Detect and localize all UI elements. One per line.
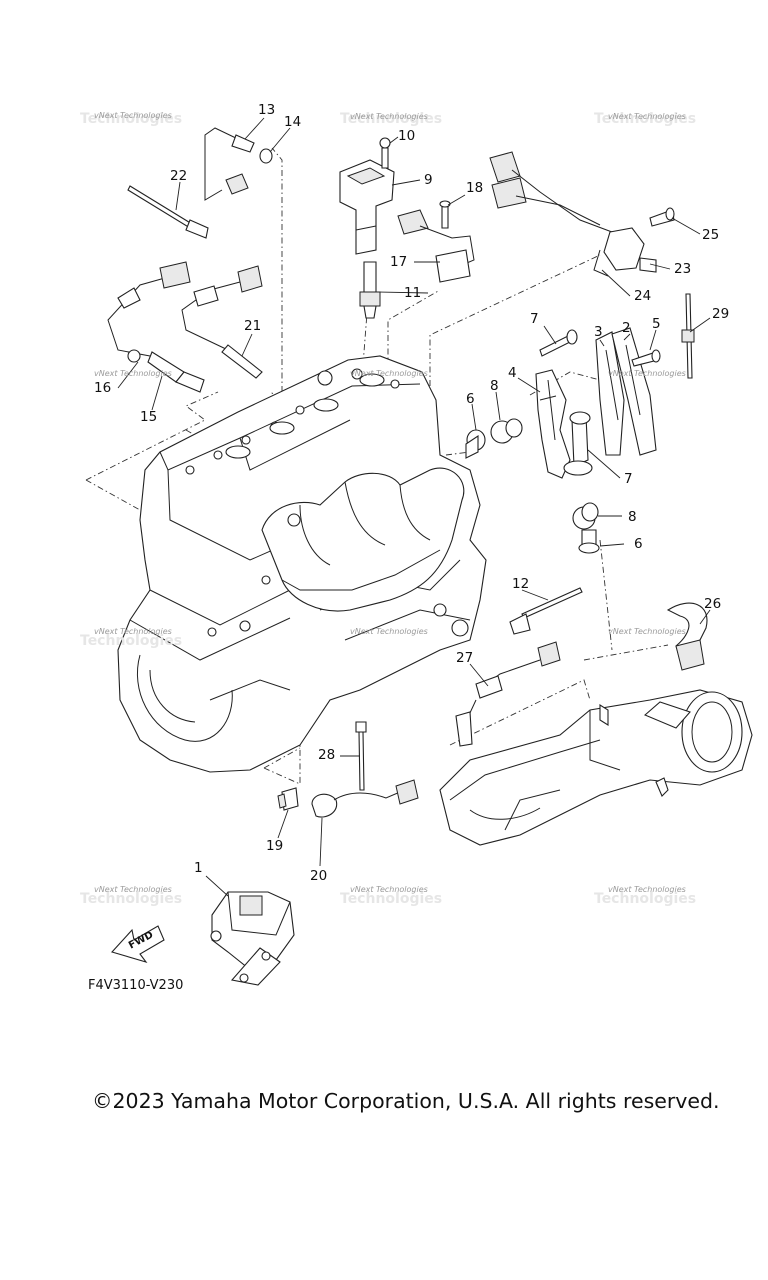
watermark-text: vNext Technologies: [350, 369, 428, 378]
watermark-text: vNext Technologies: [350, 885, 428, 894]
watermark-logo: Technologies: [80, 891, 183, 907]
callout-3: 3: [594, 324, 603, 340]
part-12-bolt: [509, 587, 583, 635]
callout-26: 26: [704, 596, 722, 612]
figure-code: F4V3110-V230: [88, 978, 184, 993]
watermark-text: vNext Technologies: [350, 112, 428, 121]
part-9-ignition-coil: [339, 137, 395, 255]
callout-5: 5: [652, 316, 661, 332]
callout-18: 18: [466, 180, 484, 196]
callout-20: 20: [310, 868, 328, 884]
watermark-logo: Technologies: [80, 633, 183, 649]
callout-13: 13: [258, 102, 276, 118]
forward-arrow-shape: [111, 925, 165, 963]
watermark-logo: Technologies: [594, 111, 697, 127]
watermark-logo: Technologies: [340, 891, 443, 907]
copyright-notice: ©2023 Yamaha Motor Corporation, U.S.A. A…: [92, 1089, 720, 1113]
callout-28: 28: [318, 747, 336, 763]
parts-15-16-21-sensors: [107, 261, 263, 393]
part-28-cable-tie: [355, 721, 367, 791]
callout-8-top: 8: [490, 378, 499, 394]
callout-24: 24: [634, 288, 652, 304]
callout-17: 17: [390, 254, 408, 270]
callout-19: 19: [266, 838, 284, 854]
watermark-text: vNext Technologies: [608, 369, 686, 378]
watermark-logo: Technologies: [340, 111, 443, 127]
part-27-sensor: [455, 641, 561, 747]
callout-6-bottom: 6: [634, 536, 643, 552]
callout-22: 22: [170, 168, 188, 184]
callout-9: 9: [424, 172, 433, 188]
watermark-text: vNext Technologies: [608, 627, 686, 636]
part-1-throttle-assembly: [210, 891, 295, 986]
part-19-sensor: [277, 787, 299, 811]
callout-23: 23: [674, 261, 692, 277]
part-13-sensor: [204, 127, 273, 201]
callout-6-top: 6: [466, 391, 475, 407]
exhaust-manifold: [439, 689, 753, 846]
callout-10: 10: [398, 128, 416, 144]
watermark-text: vNext Technologies: [94, 885, 172, 894]
part-23-sensor-harness: [489, 151, 675, 277]
leader-lines: [117, 117, 711, 897]
watermark-text: vNext Technologies: [94, 111, 172, 120]
callout-2: 2: [622, 320, 631, 336]
part-11-spark-plug: [359, 261, 381, 319]
part-20-knock-sensor: [311, 779, 419, 818]
callout-21: 21: [244, 318, 262, 334]
callout-16: 16: [94, 380, 112, 396]
callout-1: 1: [194, 860, 203, 876]
parts-diagram: 13 14 10 9 18 22 17 11 25 23 24 29 21 7 …: [80, 102, 753, 993]
watermark-logo: Technologies: [80, 111, 183, 127]
callout-15: 15: [140, 409, 158, 425]
callout-25: 25: [702, 227, 720, 243]
callout-27: 27: [456, 650, 474, 666]
callout-14: 14: [284, 114, 302, 130]
callout-29: 29: [712, 306, 730, 322]
watermark-text: vNext Technologies: [94, 369, 172, 378]
part-17-sensor: [397, 200, 475, 283]
part-29-cable-tie: [681, 293, 695, 379]
callout-12: 12: [512, 576, 530, 592]
callout-7-bottom: 7: [624, 471, 633, 487]
parts-2-8-mount-hardware: [465, 327, 661, 554]
watermark-text: vNext Technologies: [608, 112, 686, 121]
watermark-text: vNext Technologies: [608, 885, 686, 894]
callout-7-top: 7: [530, 311, 539, 327]
watermark-logo: Technologies: [594, 891, 697, 907]
part-22-bolt: [127, 185, 209, 239]
watermark-text: vNext Technologies: [350, 627, 428, 636]
part-26-clamp: [666, 602, 708, 671]
callout-4: 4: [508, 365, 517, 381]
parts-drawing: [85, 117, 753, 986]
engine-block: [117, 355, 487, 773]
callout-11: 11: [404, 285, 422, 301]
callout-8-bottom: 8: [628, 509, 637, 525]
watermark-text: vNext Technologies: [94, 627, 172, 636]
